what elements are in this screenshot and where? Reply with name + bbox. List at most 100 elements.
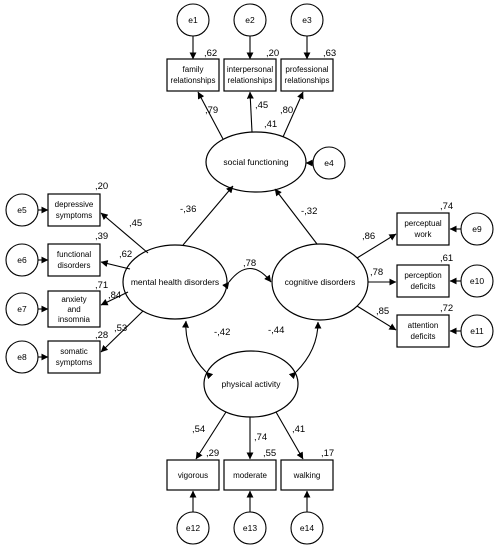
loading-physical-walking: ,41 bbox=[292, 424, 305, 435]
error-e13: e13 bbox=[233, 511, 267, 545]
covariance-mental-cognitive-value: ,78 bbox=[243, 258, 256, 269]
error-e5: e5 bbox=[5, 193, 39, 227]
error-e3-label: e3 bbox=[302, 15, 312, 25]
covariance-physical-mental bbox=[182, 320, 214, 380]
r2-attention: ,72 bbox=[440, 303, 453, 314]
r2-perceptual: ,74 bbox=[440, 201, 453, 212]
indicator-walking: walking bbox=[280, 459, 334, 491]
anxiety-label-1: anxiety bbox=[61, 295, 86, 304]
indicator-interpersonal-relationships: interpersonal relationships bbox=[223, 58, 277, 92]
latent-social-functioning: social functioning bbox=[205, 131, 307, 193]
walking-label: walking bbox=[293, 471, 321, 480]
error-e1: e1 bbox=[176, 3, 210, 37]
interpersonal-label-1: interpersonal bbox=[227, 65, 273, 74]
depressive-label-1: depressive bbox=[55, 200, 94, 209]
error-e14-label: e14 bbox=[300, 523, 314, 533]
r2-depressive: ,20 bbox=[95, 181, 108, 192]
error-e7: e7 bbox=[5, 292, 39, 326]
physical-activity-label: physical activity bbox=[221, 379, 281, 389]
indicator-anxiety-insomnia: anxiety and insomnia bbox=[47, 290, 101, 328]
covariance-physical-cognitive bbox=[288, 321, 322, 380]
vigorous-label: vigorous bbox=[178, 471, 208, 480]
perception-label-1: perception bbox=[404, 271, 441, 280]
indicator-family-relationships: family relationships bbox=[166, 58, 220, 92]
error-e11-label: e11 bbox=[470, 326, 484, 336]
error-e5-label: e5 bbox=[17, 205, 27, 215]
loading-mental-anxiety: ,84 bbox=[108, 290, 121, 301]
arrow-physical-vigorous bbox=[195, 411, 227, 460]
indicator-vigorous: vigorous bbox=[166, 459, 220, 491]
error-e9: e9 bbox=[460, 212, 494, 246]
error-e12: e12 bbox=[176, 511, 210, 545]
cognitive-label: cognitive disorders bbox=[285, 277, 356, 287]
loading-social-interpersonal: ,45 bbox=[255, 100, 268, 111]
arrow-mental-somatic bbox=[100, 310, 144, 353]
arrow-cognitive-perceptual bbox=[356, 233, 397, 259]
error-e10: e10 bbox=[460, 264, 494, 298]
error-e7-label: e7 bbox=[17, 304, 27, 314]
loading-mental-depressive: ,45 bbox=[129, 218, 142, 229]
interpersonal-label-2: relationships bbox=[228, 76, 273, 85]
r2-walking: ,17 bbox=[321, 448, 334, 459]
r2-professional: ,63 bbox=[323, 48, 336, 59]
error-e6: e6 bbox=[5, 243, 39, 277]
loading-social-professional: ,80 bbox=[280, 105, 293, 116]
error-e3: e3 bbox=[290, 3, 324, 37]
loading-cognitive-perceptual: ,86 bbox=[362, 231, 375, 242]
moderate-label: moderate bbox=[233, 471, 267, 480]
somatic-label-2: symptoms bbox=[56, 358, 92, 367]
r2-vigorous: ,29 bbox=[206, 448, 219, 459]
error-e12-label: e12 bbox=[186, 523, 200, 533]
attention-label-1: attention bbox=[408, 321, 439, 330]
social-functioning-label: social functioning bbox=[223, 157, 288, 167]
indicator-functional-disorders: functional disorders bbox=[47, 243, 101, 277]
error-e6-label: e6 bbox=[17, 255, 27, 265]
functional-label-1: functional bbox=[57, 250, 91, 259]
arrow-cognitive-social bbox=[274, 188, 318, 245]
indicator-perception-deficits: perception deficits bbox=[396, 264, 450, 298]
arrow-cognitive-attention bbox=[356, 305, 397, 331]
indicator-moderate: moderate bbox=[223, 459, 277, 491]
professional-label-1: professional bbox=[285, 65, 328, 74]
r2-somatic: ,28 bbox=[95, 330, 108, 341]
error-e11: e11 bbox=[460, 314, 494, 348]
loading-physical-vigorous: ,54 bbox=[192, 424, 205, 435]
family-label-2: relationships bbox=[171, 76, 216, 85]
anxiety-label-3: insomnia bbox=[58, 315, 91, 324]
loading-mental-functional: ,62 bbox=[119, 249, 132, 260]
arrow-social-professional bbox=[282, 91, 304, 138]
arrow-mental-functional bbox=[100, 260, 131, 270]
error-e1-label: e1 bbox=[188, 15, 198, 25]
covariance-mental-cognitive bbox=[222, 267, 272, 290]
covariance-physical-cognitive-value: -,44 bbox=[268, 325, 284, 336]
perceptual-label-1: perceptual bbox=[404, 219, 442, 228]
mental-health-label: mental health disorders bbox=[131, 277, 219, 287]
latent-mental-health-disorders: mental health disorders bbox=[122, 244, 228, 320]
r2-moderate: ,55 bbox=[263, 448, 276, 459]
somatic-label-1: somatic bbox=[60, 347, 88, 356]
anxiety-label-2: and bbox=[67, 305, 80, 314]
perceptual-label-2: work bbox=[414, 230, 433, 239]
r2-social-functioning: ,41 bbox=[264, 119, 277, 130]
loading-physical-moderate: ,74 bbox=[254, 432, 267, 443]
indicator-attention-deficits: attention deficits bbox=[396, 314, 450, 348]
arrow-physical-walking bbox=[275, 411, 304, 460]
path-cognitive-social: -,32 bbox=[301, 206, 317, 217]
error-e2-label: e2 bbox=[245, 15, 255, 25]
error-e8-label: e8 bbox=[17, 352, 27, 362]
depressive-label-2: symptoms bbox=[56, 211, 92, 220]
indicator-depressive-symptoms: depressive symptoms bbox=[47, 193, 101, 227]
loading-social-family: ,79 bbox=[205, 105, 218, 116]
error-e14: e14 bbox=[290, 511, 324, 545]
indicator-perceptual-work: perceptual work bbox=[396, 212, 450, 246]
arrow-social-interpersonal bbox=[246, 91, 254, 133]
r2-functional: ,39 bbox=[95, 231, 108, 242]
error-e9-label: e9 bbox=[472, 224, 482, 234]
error-e13-label: e13 bbox=[243, 523, 257, 533]
attention-label-2: deficits bbox=[411, 332, 436, 341]
indicator-professional-relationships: professional relationships bbox=[280, 58, 334, 92]
error-e2: e2 bbox=[233, 3, 267, 37]
latent-cognitive-disorders: cognitive disorders bbox=[271, 243, 369, 321]
error-e10-label: e10 bbox=[470, 276, 484, 286]
